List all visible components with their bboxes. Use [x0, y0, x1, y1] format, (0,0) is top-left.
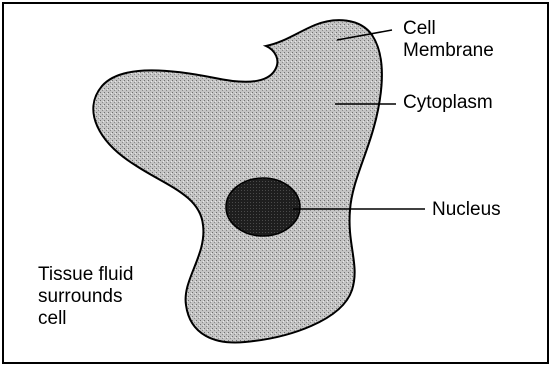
cell-membrane-label: Cell Membrane — [403, 18, 494, 62]
tissue-fluid-label: Tissue fluid surrounds cell — [38, 264, 133, 330]
cell-membrane-label-line2: Membrane — [403, 40, 494, 62]
cell-membrane-outline — [93, 20, 382, 342]
tissue-fluid-label-line3: cell — [38, 308, 133, 330]
tissue-fluid-label-line1: Tissue fluid — [38, 264, 133, 286]
nucleus-label: Nucleus — [432, 199, 501, 221]
tissue-fluid-label-line2: surrounds — [38, 286, 133, 308]
cytoplasm-label: Cytoplasm — [403, 92, 493, 114]
cell-membrane-label-line1: Cell — [403, 18, 494, 40]
nucleus-shape — [226, 178, 300, 236]
